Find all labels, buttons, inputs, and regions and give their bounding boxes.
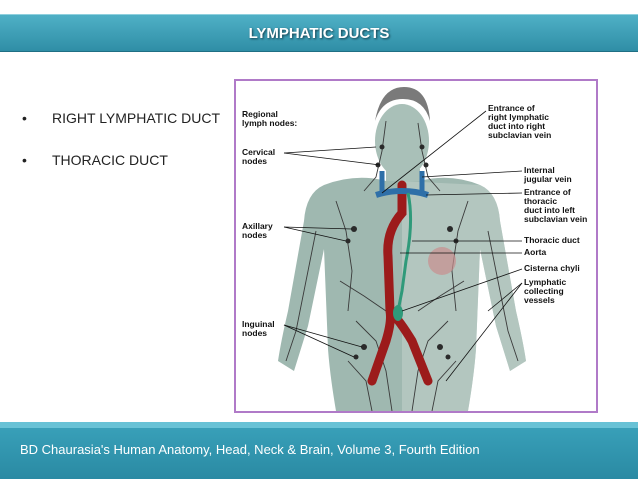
aorta-shape (367, 180, 433, 386)
title-bar: LYMPHATIC DUCTS (0, 14, 638, 52)
label-aorta: Aorta (524, 247, 546, 257)
footer-bar: BD Chaurasia's Human Anatomy, Head, Neck… (0, 422, 638, 479)
bullet-list: • RIGHT LYMPHATIC DUCT • THORACIC DUCT (22, 110, 220, 194)
lymph-nodes (345, 144, 459, 360)
bullet-item: • RIGHT LYMPHATIC DUCT (22, 110, 220, 152)
subclavian-veins (375, 188, 429, 198)
hair (375, 87, 430, 121)
right-leader-lines (381, 110, 523, 382)
jugular-veins (379, 171, 425, 193)
label-thoracic-duct: Thoracic duct (524, 235, 580, 245)
cisterna-chyli-shape (393, 305, 403, 321)
label-cisterna-chyli: Cisterna chyli (524, 263, 580, 273)
bullet-dot: • (22, 152, 27, 168)
slide-title: LYMPHATIC DUCTS (248, 25, 390, 42)
bullet-dot: • (22, 110, 27, 126)
head (375, 104, 429, 178)
body-right-shade (402, 181, 526, 411)
stomach-shape (428, 247, 456, 275)
footer-citation: BD Chaurasia's Human Anatomy, Head, Neck… (20, 442, 480, 457)
bullet-text: RIGHT LYMPHATIC DUCT (52, 110, 221, 126)
bullet-text: THORACIC DUCT (52, 152, 168, 168)
bullet-item: • THORACIC DUCT (22, 152, 220, 194)
left-leader-lines (283, 146, 381, 358)
footer-accent-strip (0, 422, 638, 428)
thoracic-duct-shape (396, 192, 413, 312)
